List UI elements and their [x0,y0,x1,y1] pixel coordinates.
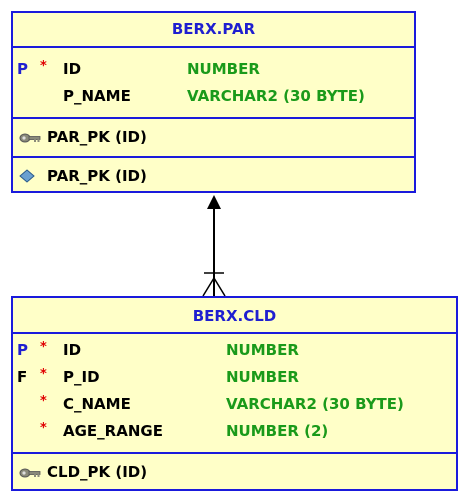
required-mark: * [40,340,47,355]
column-name: P_NAME [63,87,131,105]
arrowhead-icon [207,195,221,209]
indexes-section: PAR_PK (ID) [13,156,414,195]
column-row[interactable]: F * P_ID NUMBER [13,363,456,390]
key-row[interactable]: PAR_PK (ID) [13,119,414,156]
pk-flag: P [17,60,28,78]
column-row[interactable]: P * ID NUMBER [13,336,456,363]
column-type: NUMBER [226,368,299,386]
crowfoot-right [213,277,226,297]
column-name: C_NAME [63,395,131,413]
column-row[interactable]: * C_NAME VARCHAR2 (30 BYTE) [13,390,456,417]
key-label: PAR_PK (ID) [47,128,147,146]
table-cld[interactable]: BERX.CLD P * ID NUMBER F * P_ID NUMBER *… [11,296,458,491]
column-row[interactable]: P_NAME VARCHAR2 (30 BYTE) [13,82,414,109]
column-type: NUMBER (2) [226,422,329,440]
column-type: VARCHAR2 (30 BYTE) [187,87,365,105]
column-row[interactable]: * AGE_RANGE NUMBER (2) [13,417,456,444]
table-title: BERX.PAR [13,13,414,48]
key-label: CLD_PK (ID) [47,463,148,481]
fk-flag: F [17,368,28,386]
diamond-icon [19,169,35,187]
column-type: VARCHAR2 (30 BYTE) [226,395,404,413]
column-row[interactable]: P * ID NUMBER [13,55,414,82]
key-icon [19,465,41,483]
keys-section: CLD_PK (ID) [13,452,456,491]
pk-flag: P [17,341,28,359]
table-par[interactable]: BERX.PAR P * ID NUMBER P_NAME VARCHAR2 (… [11,11,416,193]
key-icon [19,130,41,148]
column-name: P_ID [63,368,100,386]
required-mark: * [40,421,47,436]
column-type: NUMBER [187,60,260,78]
required-mark: * [40,367,47,382]
index-row[interactable]: PAR_PK (ID) [13,158,414,195]
index-label: PAR_PK (ID) [47,167,147,185]
required-mark: * [40,59,47,74]
column-name: ID [63,341,82,359]
required-mark: * [40,394,47,409]
key-row[interactable]: CLD_PK (ID) [13,454,456,491]
relationship-line[interactable] [190,190,240,300]
table-title: BERX.CLD [13,298,456,334]
keys-section: PAR_PK (ID) [13,117,414,156]
column-name: ID [63,60,82,78]
column-type: NUMBER [226,341,299,359]
column-name: AGE_RANGE [63,422,163,440]
crowfoot-left [202,277,215,297]
